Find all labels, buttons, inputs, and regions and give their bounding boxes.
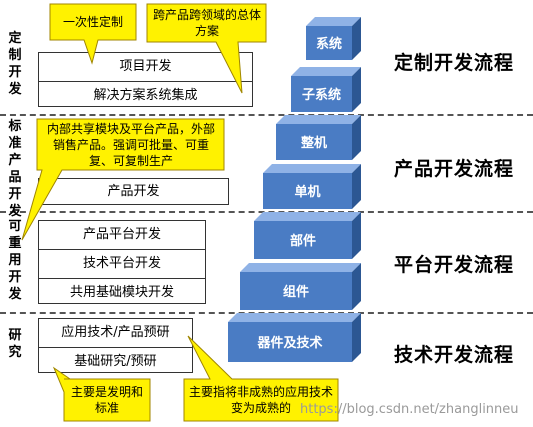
block-label: 器件及技术 <box>256 335 322 351</box>
block-top-face <box>276 115 361 124</box>
box-item-common-module: 共用基础模块开发 <box>69 285 174 300</box>
block-label: 整机 <box>300 135 327 151</box>
block-front-face <box>306 26 352 60</box>
block-label: 子系统 <box>302 87 341 103</box>
level-block: 整机 <box>276 115 361 160</box>
callout-text-one-time: 一次性定制 <box>62 15 123 29</box>
box-item-basic-research: 基础研究/预研 <box>74 354 157 369</box>
side-label-platform: 可重用开发 <box>8 219 22 302</box>
flow-label-custom: 定制开发流程 <box>394 52 515 74</box>
level-block: 单机 <box>263 164 361 209</box>
box-item-product-platform: 产品平台开发 <box>39 221 205 250</box>
block-front-face <box>263 173 352 209</box>
side-label-custom: 定制开发 <box>8 31 22 97</box>
block-side-face <box>352 263 361 310</box>
block-label: 系统 <box>316 36 342 52</box>
callout-text-cross-product: 跨产品跨领域的总体方案 <box>152 8 261 38</box>
block-front-face <box>240 272 352 310</box>
block-side-face <box>352 313 361 362</box>
callout-bubble <box>49 3 137 65</box>
callout-text-maturing: 主要指将非成熟的应用技术变为成熟的 <box>188 385 333 415</box>
block-top-face <box>291 67 361 76</box>
flow-label-product: 产品开发流程 <box>394 158 515 180</box>
callout-text-invention: 主要是发明和标准 <box>70 385 143 415</box>
callout-bubble <box>146 3 267 94</box>
block-front-face <box>276 124 352 160</box>
block-top-face <box>228 313 361 322</box>
level-block: 器件及技术 <box>228 313 361 362</box>
level-block: 子系统 <box>291 67 361 112</box>
level-block: 系统 <box>306 17 361 60</box>
flow-label-research: 技术开发流程 <box>394 344 515 366</box>
level-block: 部件 <box>254 212 361 259</box>
box-item-project-dev: 项目开发 <box>39 53 252 82</box>
side-label-research: 研究 <box>8 328 22 360</box>
block-top-face <box>263 164 361 173</box>
box-item-solution-integration: 解决方案系统集成 <box>93 88 198 103</box>
product-dev-box: 产品开发 <box>38 178 229 205</box>
block-front-face <box>291 76 352 112</box>
block-front-face <box>254 221 352 259</box>
flow-label-platform: 平台开发流程 <box>394 254 515 276</box>
research-box: 应用技术/产品预研 基础研究/预研 <box>38 318 193 373</box>
block-side-face <box>352 17 361 60</box>
box-item-tech-platform: 技术平台开发 <box>39 250 205 279</box>
box-item-product-dev: 产品开发 <box>107 184 160 199</box>
callout-bubble <box>21 118 225 241</box>
side-label-product: 标准产品开发 <box>8 119 22 219</box>
box-item-applied-research: 应用技术/产品预研 <box>39 319 192 348</box>
block-label: 单机 <box>294 184 320 200</box>
block-side-face <box>352 67 361 112</box>
platform-dev-box: 产品平台开发 技术平台开发 共用基础模块开发 <box>38 220 206 304</box>
block-top-face <box>254 212 361 221</box>
callout-bubble <box>52 366 151 422</box>
callout-bubble <box>183 335 339 422</box>
level-block: 组件 <box>240 263 361 310</box>
watermark: https://blog.csdn.net/zhanglinneu <box>300 402 519 417</box>
block-side-face <box>352 164 361 209</box>
block-top-face <box>306 17 361 26</box>
block-label: 部件 <box>290 233 316 249</box>
block-label: 组件 <box>283 284 309 300</box>
section-divider <box>0 114 533 116</box>
block-front-face <box>228 322 352 362</box>
block-side-face <box>352 115 361 160</box>
block-top-face <box>240 263 361 272</box>
callout-text-shared-modules: 内部共享模块及平台产品，外部销售产品。强调可批量、可重复、可复制生产 <box>46 122 215 168</box>
custom-dev-box: 项目开发 解决方案系统集成 <box>38 52 253 107</box>
block-side-face <box>352 212 361 259</box>
